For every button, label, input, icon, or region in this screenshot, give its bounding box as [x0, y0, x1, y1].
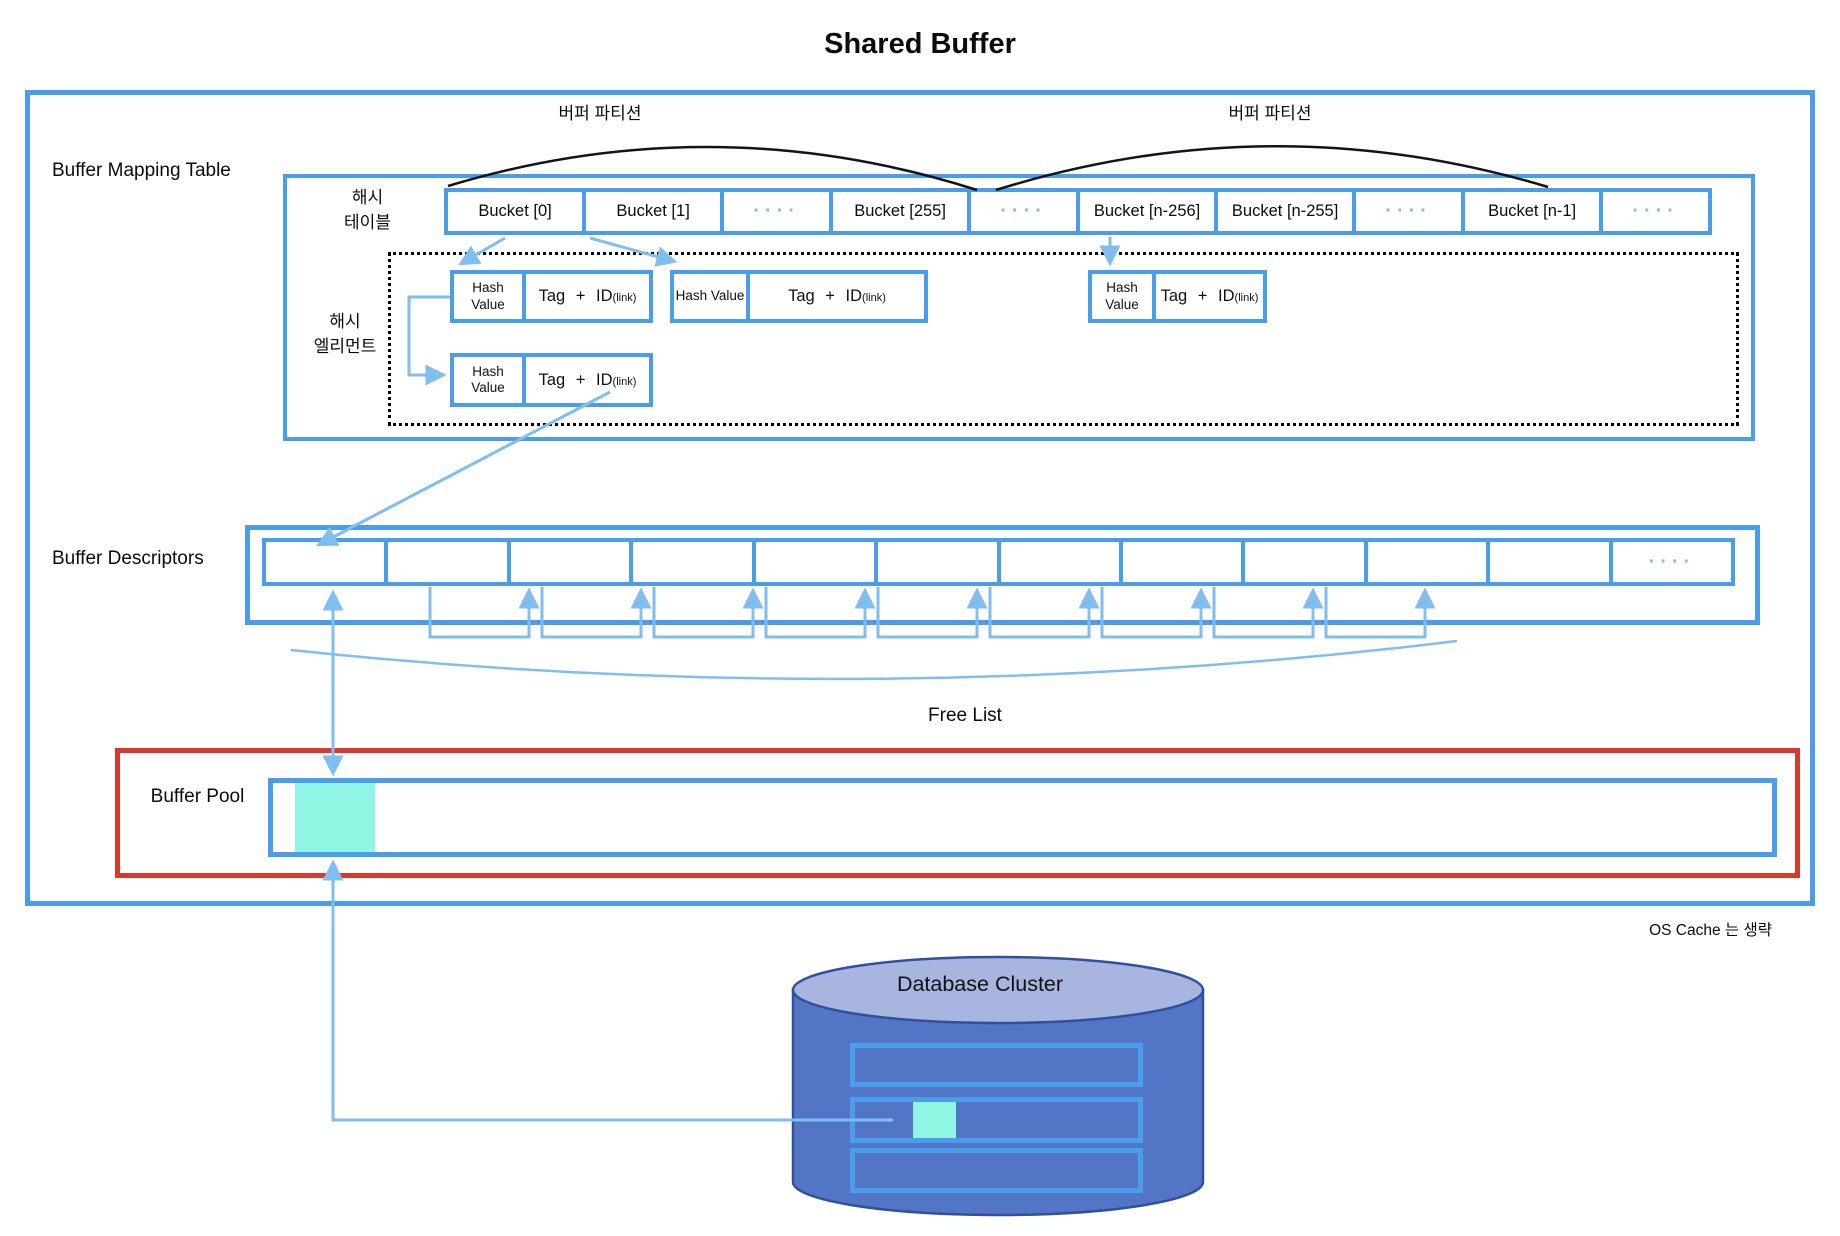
bucket-cell: Bucket [n-255]: [1214, 192, 1353, 231]
hash-value-cell: Hash Value: [454, 357, 526, 403]
bucket-cell: Bucket [0]: [448, 192, 583, 231]
buffer-pool-label: Buffer Pool: [150, 786, 245, 807]
os-cache-note: OS Cache 는 생략: [1649, 922, 1772, 939]
database-cluster-label: Database Cluster: [896, 972, 1064, 996]
hash-value-cell: Hash Value: [454, 274, 526, 319]
hash-element-label: 해시 엘리먼트: [280, 310, 410, 359]
descriptor-cell: [506, 542, 630, 582]
descriptor-cell: [266, 542, 385, 582]
hash-bucket-row: Bucket [0]Bucket [1]····Bucket [255]····…: [444, 188, 1712, 235]
descriptor-cell: [996, 542, 1119, 582]
database-row-3: [850, 1148, 1143, 1193]
buffer-pool-inner-box: [268, 778, 1777, 857]
bucket-cell: ····: [967, 192, 1077, 231]
descriptor-cell: ····: [1608, 542, 1732, 582]
page-title: Shared Buffer: [824, 28, 1016, 60]
bucket-cell: ····: [720, 192, 830, 231]
descriptor-cell: [1486, 542, 1609, 582]
hash-element-3: Hash Value Tag + ID(link): [670, 270, 928, 323]
bucket-cell: Bucket [1]: [582, 192, 721, 231]
bucket-cell: ····: [1352, 192, 1462, 231]
shared-buffer-container: [25, 90, 1815, 906]
tag-id-cell: Tag + ID(link): [538, 287, 637, 305]
bucket-cell: Bucket [n-256]: [1076, 192, 1215, 231]
hash-element-label-line1: 해시: [329, 312, 361, 331]
buffer-pool-page-block: [295, 783, 375, 852]
hash-table-label-line2: 테이블: [344, 212, 391, 232]
database-row-1: [850, 1043, 1143, 1087]
descriptor-cell: [1241, 542, 1364, 582]
hash-elements-region: [388, 252, 1739, 426]
buffer-descriptors-label: Buffer Descriptors: [52, 548, 204, 569]
bucket-cell: Bucket [n-1]: [1461, 192, 1600, 231]
hash-element-label-line2: 엘리먼트: [313, 336, 377, 356]
buffer-descriptors-row: ····: [262, 538, 1735, 586]
hash-table-label-line1: 해시: [351, 188, 384, 207]
descriptor-cell: [629, 542, 752, 582]
free-list-label: Free List: [928, 705, 1002, 726]
descriptor-cell: [874, 542, 997, 582]
tag-id-cell: Tag + ID(link): [1160, 287, 1259, 305]
database-row-2: [850, 1097, 1143, 1143]
hash-element-2: Hash Value Tag + ID(link): [450, 353, 653, 407]
buffer-partition-label-left: 버퍼 파티션: [558, 104, 642, 123]
bucket-cell: ····: [1599, 192, 1709, 231]
hash-element-4: Hash Value Tag + ID(link): [1088, 270, 1267, 323]
descriptor-cell: [384, 542, 507, 582]
descriptor-cell: [751, 542, 875, 582]
bucket-cell: Bucket [255]: [829, 192, 968, 231]
database-page-block: [913, 1102, 956, 1138]
hash-element-1: Hash Value Tag + ID(link): [450, 270, 653, 323]
descriptor-cell: [1118, 542, 1242, 582]
hash-value-cell: Hash Value: [1092, 274, 1156, 319]
buffer-mapping-table-label: Buffer Mapping Table: [52, 160, 231, 181]
descriptor-cell: [1363, 542, 1487, 582]
hash-table-label: 해시 테이블: [295, 186, 440, 235]
tag-id-cell: Tag + ID(link): [788, 287, 886, 305]
hash-value-cell: Hash Value: [674, 274, 750, 319]
tag-id-cell: Tag + ID(link): [538, 370, 637, 389]
buffer-partition-label-right: 버퍼 파티션: [1228, 104, 1312, 123]
